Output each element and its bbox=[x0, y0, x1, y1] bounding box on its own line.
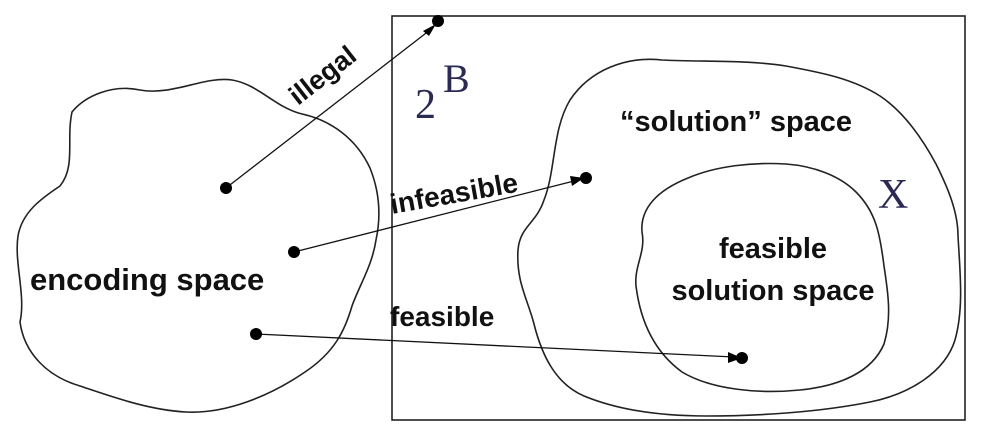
illegal-arrow bbox=[225, 29, 431, 189]
infeasible-arrow bbox=[293, 179, 579, 253]
feasible-target-point bbox=[736, 352, 748, 364]
feasible-arrowhead bbox=[728, 352, 742, 363]
power-set-exponent: B bbox=[443, 56, 470, 101]
solution-space-label: “solution” space bbox=[620, 106, 852, 138]
illegal-target-point bbox=[432, 15, 444, 27]
illegal-label: illegal bbox=[283, 40, 362, 111]
solution-space-region bbox=[517, 58, 962, 417]
feasible-label: feasible bbox=[390, 301, 494, 332]
encoding-space-label: encoding space bbox=[30, 262, 264, 297]
feasible-solution-space-label-line2: solution space bbox=[671, 275, 874, 307]
encoding-space-region bbox=[16, 78, 380, 413]
power-set-box bbox=[391, 15, 966, 421]
encoding-point-infeasible bbox=[288, 246, 300, 258]
power-set-base: 2 bbox=[415, 82, 436, 128]
infeasible-target-point bbox=[580, 172, 592, 184]
encoding-point-feasible bbox=[250, 328, 262, 340]
illegal-arrowhead bbox=[423, 24, 436, 36]
feasible-solution-space-region bbox=[635, 162, 890, 393]
feasible-solution-space-label-line1: feasible bbox=[719, 233, 827, 265]
feasible-arrow bbox=[255, 333, 735, 358]
encoding-point-illegal bbox=[220, 182, 232, 194]
x-symbol: X bbox=[878, 172, 908, 218]
